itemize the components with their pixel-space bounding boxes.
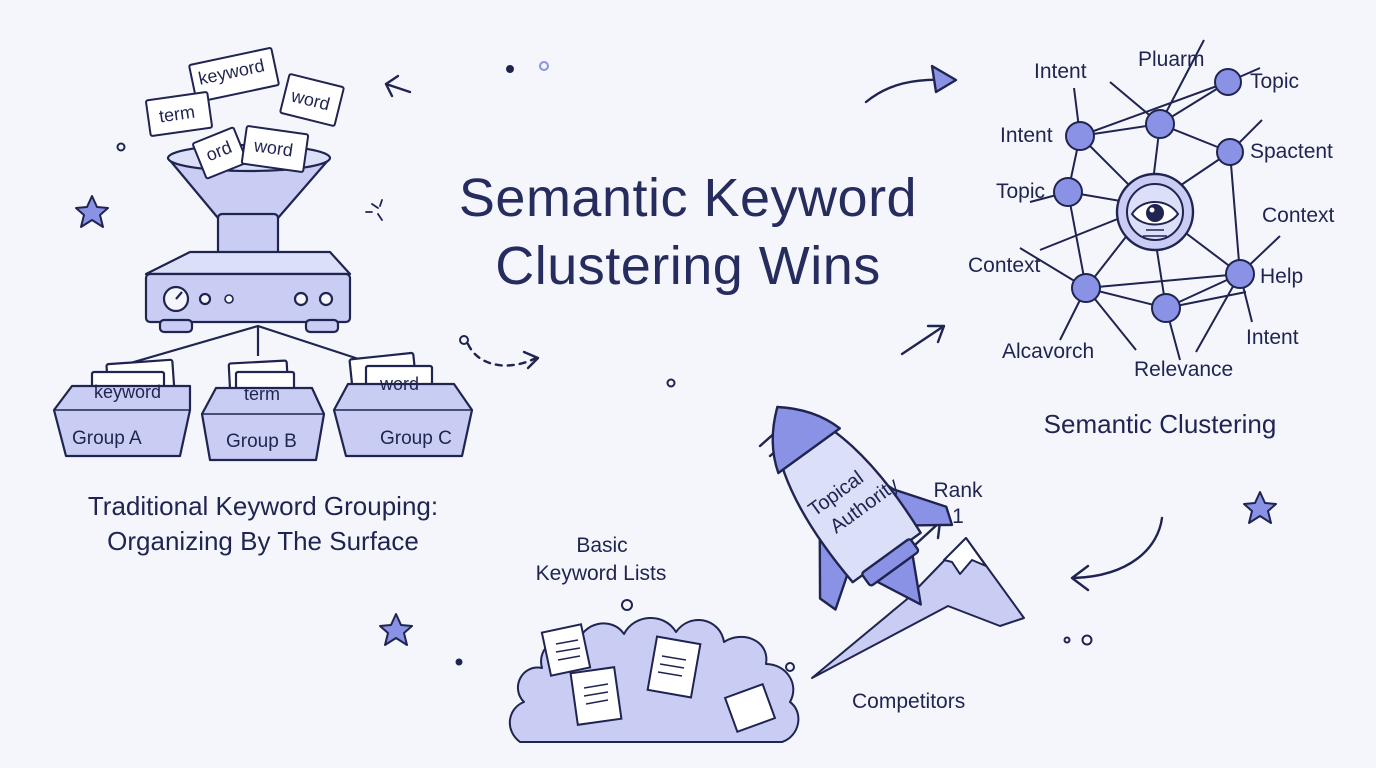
- paper-ord: [192, 126, 248, 180]
- dots: [116, 61, 1093, 672]
- paper-word-funnel: [240, 125, 310, 173]
- network-node: [1053, 177, 1083, 207]
- snow-cap: [943, 537, 987, 575]
- network-label: Relevance: [1134, 358, 1234, 381]
- star-icon: [379, 613, 413, 646]
- left-caption-line2: Organizing By The Surface: [107, 526, 419, 556]
- rocket: [771, 405, 954, 611]
- paper-keyword: [188, 47, 280, 103]
- rank-label: Rank: [933, 479, 983, 502]
- decorations: [75, 195, 1277, 646]
- document-icon: [569, 666, 623, 726]
- group-a-paper-label: keyword: [94, 382, 162, 402]
- machine-dot: [318, 291, 334, 307]
- document-icon: [723, 682, 777, 734]
- network-label: Topic: [1250, 70, 1300, 93]
- sparkle-icon: [365, 199, 383, 221]
- network-node: [1214, 68, 1242, 96]
- rocket-nose: [771, 405, 842, 475]
- group-a-label: Group A: [72, 428, 142, 449]
- network-label: Help: [1260, 265, 1304, 288]
- network-label: Intent: [1034, 60, 1087, 83]
- arrow-icon: [384, 74, 412, 98]
- machine-dot: [293, 291, 309, 307]
- network-node: [1145, 109, 1175, 139]
- branch-lines: [119, 324, 381, 368]
- arrow-icon: [900, 324, 946, 356]
- mountain: [811, 537, 1025, 679]
- page-title-line2: Clustering Wins: [495, 236, 881, 296]
- competitors-label: Competitors: [852, 690, 966, 713]
- machine-top: [144, 250, 352, 276]
- left-caption-line1: Traditional Keyword Grouping:: [87, 491, 439, 521]
- network-node: [1225, 259, 1255, 289]
- star-icon: [1243, 491, 1277, 524]
- basic-label-line2: Keyword Lists: [535, 562, 667, 585]
- dashed-arrow: [466, 342, 538, 367]
- network-node: [1071, 273, 1101, 303]
- keyword-funnel-machine: [119, 143, 381, 368]
- rocket-nozzle: [861, 538, 920, 587]
- machine-dot: [198, 292, 212, 306]
- network-label: Topic: [996, 180, 1046, 203]
- machine-body: [144, 272, 352, 324]
- network-node: [1151, 293, 1181, 323]
- arrow-head: [930, 64, 958, 94]
- page-title: Semantic Keyword: [458, 168, 918, 228]
- star-icon: [75, 195, 109, 228]
- basic-label-line1: Basic: [576, 534, 628, 557]
- arrow-icon: [522, 350, 540, 370]
- semantic-network: [1019, 39, 1281, 361]
- group-b-paper-label: term: [244, 384, 280, 404]
- cloud-documents: [540, 623, 777, 734]
- group-c-paper-label: word: [380, 374, 420, 394]
- network-label: Intent: [1000, 124, 1053, 147]
- group-c-label: Group C: [380, 428, 452, 449]
- group-b-label: Group B: [226, 431, 297, 452]
- machine-foot-right: [304, 318, 340, 334]
- flying-papers: [145, 47, 345, 180]
- network-label: Context: [1262, 204, 1335, 227]
- machine-foot-left: [158, 318, 194, 334]
- group-boxes: [52, 351, 474, 462]
- network-node: [1216, 138, 1244, 166]
- arrow-icon: [1070, 516, 1164, 592]
- network-label: Pluarm: [1138, 48, 1205, 71]
- network-label: Spactent: [1250, 140, 1333, 163]
- network-label: Alcavorch: [1002, 340, 1095, 363]
- paper-word-top: [279, 73, 345, 127]
- paper-term: [145, 91, 213, 137]
- network-label: Intent: [1246, 326, 1299, 349]
- machine-dot: [224, 294, 234, 304]
- network-node: [1065, 121, 1095, 151]
- network-caption: Semantic Clustering: [1043, 409, 1277, 439]
- rank-value: 1: [952, 505, 964, 528]
- network-label: Context: [968, 254, 1041, 277]
- network-edges: [1019, 39, 1281, 361]
